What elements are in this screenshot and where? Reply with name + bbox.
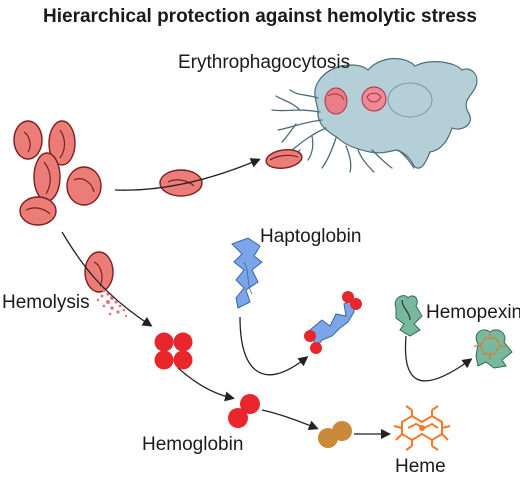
arrow-dimer-to-heme-release (261, 409, 319, 431)
haptoglobin-complex-icon (304, 291, 362, 354)
red-blood-cell-icon (13, 120, 303, 293)
heme-molecule-icon (318, 421, 352, 448)
hemopexin-protein-icon (394, 295, 423, 337)
label-hemolysis: Hemolysis (2, 292, 90, 313)
arrow-to-erythrophagocytosis (114, 158, 261, 191)
diagram-title: Hierarchical protection against hemolyti… (43, 6, 477, 27)
heme-ring-icon (393, 405, 451, 451)
label-hemoglobin: Hemoglobin (142, 434, 244, 455)
arrow-hemolysis (61, 231, 153, 327)
hemoglobin-tetramer-icon (154, 332, 193, 370)
label-heme: Heme (395, 456, 446, 477)
haptoglobin-protein-icon (231, 237, 263, 309)
arrow-to-hemopexin-complex (404, 335, 473, 382)
label-erythrophagocytosis: Erythrophagocytosis (178, 52, 351, 73)
hemoglobin-dimer-icon (228, 394, 260, 428)
arrow-to-haptoglobin-complex (239, 316, 309, 376)
macrophage-icon (271, 58, 478, 173)
label-haptoglobin: Haptoglobin (260, 226, 362, 247)
hemopexin-complex-icon (474, 329, 513, 369)
arrow-tetramer-to-dimer (177, 367, 235, 402)
label-hemopexin: Hemopexin (426, 302, 520, 323)
